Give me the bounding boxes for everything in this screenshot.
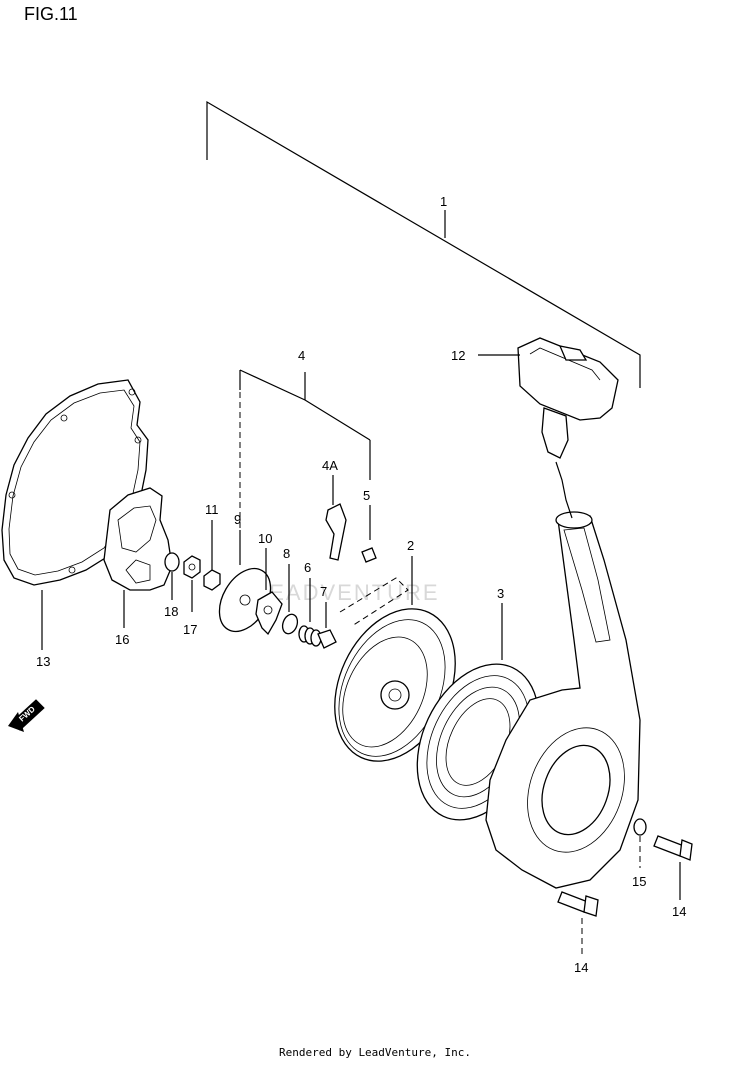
pin-5 xyxy=(361,505,377,563)
callout-4a: 4A xyxy=(322,458,338,473)
bracket-1 xyxy=(206,100,641,388)
assembly-guide xyxy=(339,577,409,627)
callout-14-right: 14 xyxy=(672,904,686,919)
callout-15: 15 xyxy=(632,874,646,889)
callout-4: 4 xyxy=(298,348,305,363)
pawl-4a xyxy=(325,475,347,561)
nut-17 xyxy=(183,555,201,612)
footer-credit: Rendered by LeadVenture, Inc. xyxy=(278,1046,472,1059)
callout-10: 10 xyxy=(258,531,272,546)
ratchet-guide-10 xyxy=(255,548,283,636)
fwd-arrow-icon: FWD xyxy=(8,699,45,732)
washer-8 xyxy=(281,564,299,635)
callout-17: 17 xyxy=(183,622,197,637)
callout-1: 1 xyxy=(440,194,447,209)
collar-7 xyxy=(317,602,337,649)
callout-16: 16 xyxy=(115,632,129,647)
bolt-14-right xyxy=(653,835,693,900)
callout-13: 13 xyxy=(36,654,50,669)
starter-case-1 xyxy=(485,511,641,889)
callout-6: 6 xyxy=(304,560,311,575)
drive-plate-16 xyxy=(103,487,173,628)
figure-title: FIG.11 xyxy=(24,4,78,24)
callout-8: 8 xyxy=(283,546,290,561)
callout-18: 18 xyxy=(164,604,178,619)
callout-2: 2 xyxy=(407,538,414,553)
bolt-14-bottom xyxy=(557,891,599,955)
washer-15 xyxy=(633,818,647,868)
spring-6 xyxy=(298,578,322,647)
rope xyxy=(555,461,573,519)
callout-7: 7 xyxy=(320,584,327,599)
callout-12: 12 xyxy=(451,348,465,363)
callout-5: 5 xyxy=(363,488,370,503)
callout-11: 11 xyxy=(205,502,219,517)
washer-18 xyxy=(164,552,180,600)
nut-11 xyxy=(203,520,221,591)
callout-9: 9 xyxy=(234,512,241,527)
handle-12 xyxy=(478,337,619,459)
watermark: LEADVENTURE xyxy=(255,580,440,605)
callout-3: 3 xyxy=(497,586,504,601)
callout-14-bottom: 14 xyxy=(574,960,588,975)
